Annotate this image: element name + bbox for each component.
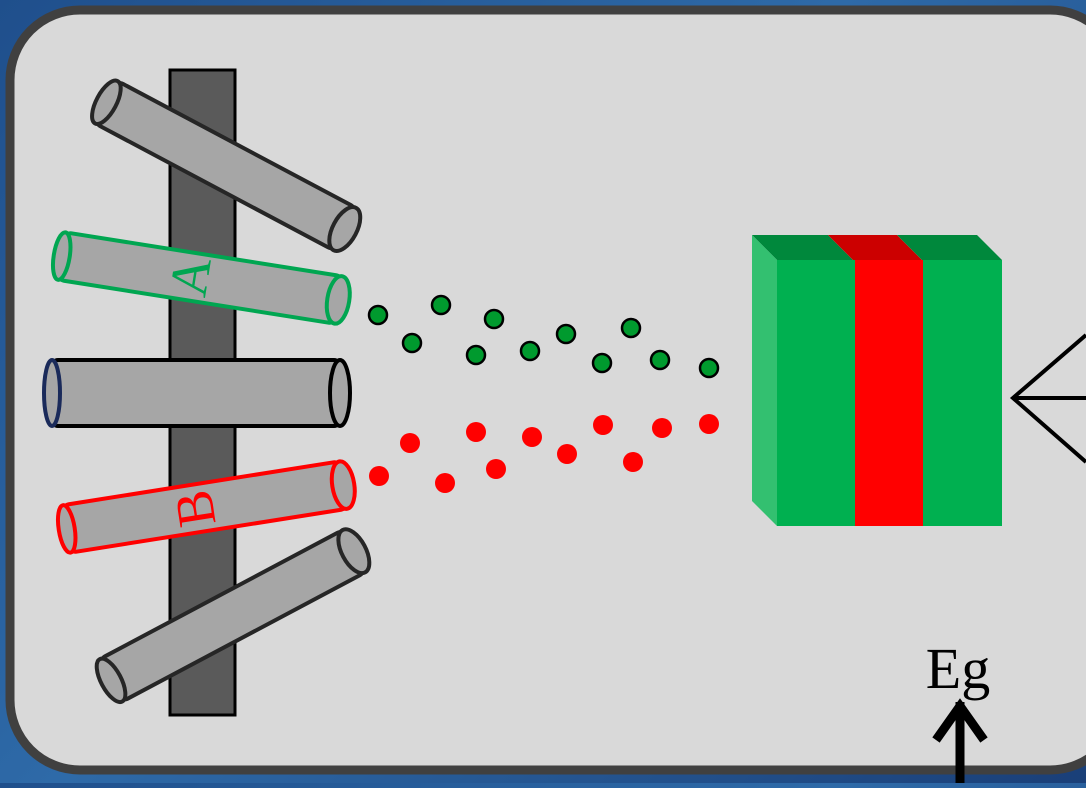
layer-3-front xyxy=(923,260,1002,526)
layer-1-top xyxy=(752,235,853,260)
flux-a-particle xyxy=(367,304,389,326)
flux-a-particle xyxy=(430,294,452,316)
block-left-face xyxy=(752,235,777,526)
flux-b-particle xyxy=(652,418,672,438)
flux-b-particle xyxy=(557,444,577,464)
gray-tube-middle xyxy=(42,358,352,428)
flux-b-particle xyxy=(623,452,643,472)
gray-tube-top xyxy=(90,78,363,253)
flux-b-particle xyxy=(400,433,420,453)
flux-b-particle xyxy=(369,466,389,486)
layer-1-front xyxy=(777,260,855,526)
flux-b-particle xyxy=(435,473,455,493)
energy-arrow-head xyxy=(932,698,988,743)
flux-b-particles xyxy=(369,414,719,493)
flux-a-particle xyxy=(620,317,642,339)
source-a-tube: A xyxy=(50,230,352,326)
flux-a-particle xyxy=(483,308,505,330)
flux-b-particle xyxy=(699,414,719,434)
flux-a-particle xyxy=(555,323,577,345)
source-b-tube: B xyxy=(55,459,357,555)
gray-tube-bottom xyxy=(94,527,372,705)
flux-a-particle xyxy=(649,349,671,371)
layered-film-block xyxy=(752,235,1002,526)
layer-3-top xyxy=(897,235,1002,260)
flux-b-particle xyxy=(466,422,486,442)
layer-2-front xyxy=(855,260,923,526)
flux-a-particle xyxy=(698,357,720,379)
flux-a-particle xyxy=(519,340,541,362)
flux-a-particle xyxy=(591,352,613,374)
flux-a-particle xyxy=(401,332,423,354)
flux-b-particle xyxy=(593,415,613,435)
source-a-label: A xyxy=(157,252,222,300)
flux-b-particle xyxy=(486,459,506,479)
flux-b-particle xyxy=(522,427,542,447)
energy-label: Eg xyxy=(926,636,990,701)
layer-2-top xyxy=(828,235,922,260)
flux-a-particle xyxy=(465,344,487,366)
flux-a-particles xyxy=(367,294,720,379)
